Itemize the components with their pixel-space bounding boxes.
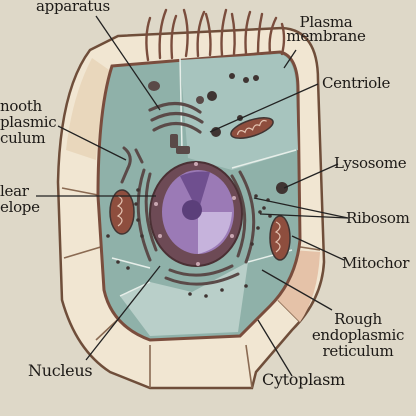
label-plasma-membrane: Plasma membrane xyxy=(286,13,366,45)
microvilli xyxy=(145,8,286,62)
leader-golgi xyxy=(95,15,161,111)
label-ribosome: Ribosom xyxy=(346,209,410,227)
mitochondrion xyxy=(109,189,135,235)
label-nucleus: Nucleus xyxy=(28,361,93,380)
leader-mitochondria xyxy=(291,235,345,261)
mitochondrion xyxy=(269,215,291,261)
golgi-apparatus xyxy=(148,101,204,134)
leader-cytoplasm xyxy=(257,319,293,377)
mitochondrion xyxy=(230,117,274,139)
smooth-endoplasmic-reticulum xyxy=(120,146,144,184)
label-cytoplasm: Cytoplasm xyxy=(262,370,345,389)
cell-wall-panel xyxy=(66,58,112,160)
leader-nucleus xyxy=(85,265,161,361)
golgi-vesicle xyxy=(148,81,160,91)
leader-plasma-membrane xyxy=(283,49,297,69)
centriole xyxy=(170,134,190,154)
leader-lines xyxy=(36,15,349,377)
leader-centriole xyxy=(209,83,319,133)
label-smooth-er: nooth plasmic culum xyxy=(0,97,57,147)
leader-ribosome-1 xyxy=(253,197,349,219)
golgi-vesicle xyxy=(196,96,204,104)
label-golgi-apparatus: apparatus xyxy=(36,0,110,15)
nucleolus xyxy=(182,200,202,220)
ribosome xyxy=(106,188,272,298)
lysosome xyxy=(207,73,288,194)
nucleus-cutaway xyxy=(180,171,210,212)
leader-rough-er xyxy=(261,269,333,311)
label-rough-er: Rough endoplasmic reticulum xyxy=(311,310,405,360)
label-lysosome: Lysosome xyxy=(334,154,407,172)
leader-lysosome xyxy=(283,163,339,189)
label-nuclear-envelope: lear elope xyxy=(0,182,40,216)
label-centriole: Centriole xyxy=(322,74,391,92)
cytoplasm-region xyxy=(180,54,298,170)
label-mitochondria: Mitochor xyxy=(342,254,410,272)
leader-smooth-er xyxy=(57,125,127,161)
nuclear-pore xyxy=(154,162,236,266)
leader-ribosome-2 xyxy=(259,213,349,219)
nucleus-cutaway xyxy=(198,212,232,254)
